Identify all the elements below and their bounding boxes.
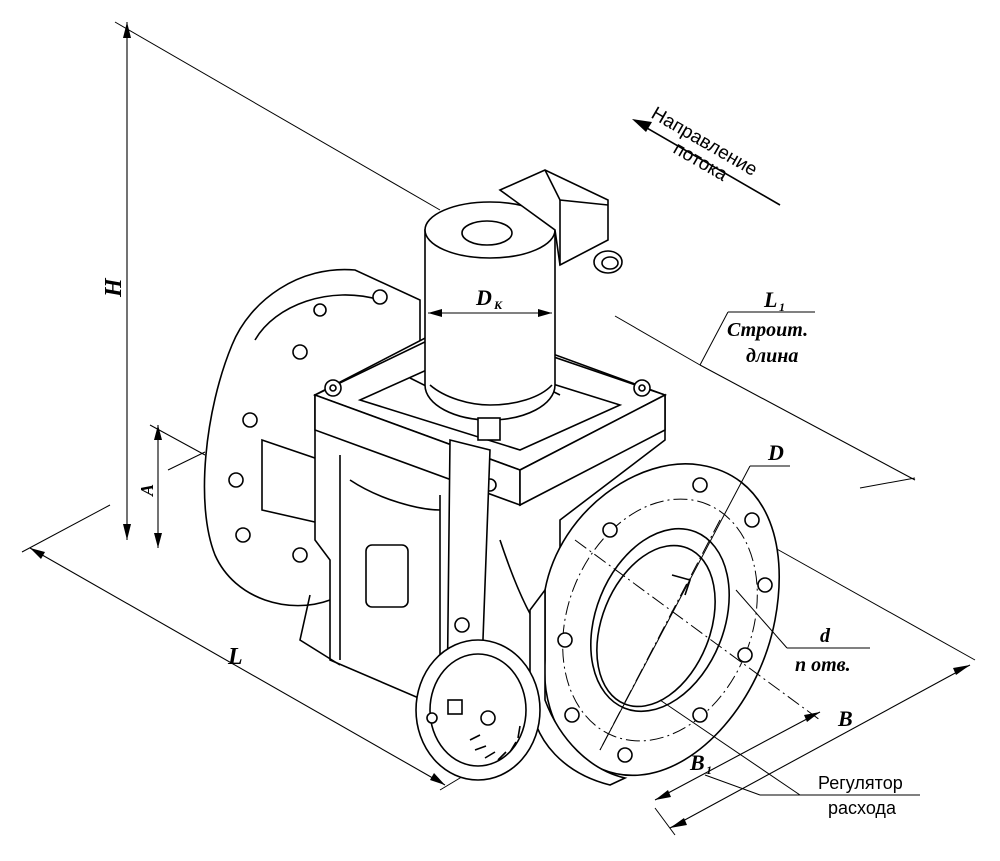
label-build-length-line1: Строит. (727, 319, 808, 341)
label-regulator-line1: Регулятор (818, 773, 903, 793)
electrical-connector (498, 169, 623, 274)
flow-direction-arrow (632, 119, 781, 206)
label-Dk: D К (475, 285, 503, 312)
label-B1-sub: 1 (706, 763, 712, 777)
dimension-A (149, 424, 206, 548)
label-A: A (137, 484, 157, 497)
label-L1: L 1 Строит. длина (727, 287, 808, 367)
dimension-B1 (654, 711, 821, 801)
label-B1-main: B (689, 750, 705, 775)
solenoid-coil (424, 201, 556, 441)
label-regulator-line2: расхода (828, 798, 897, 818)
label-L: L (227, 644, 243, 670)
label-Dk-sub: К (493, 298, 503, 312)
label-build-length-line2: длина (746, 345, 798, 367)
label-B: B (837, 706, 853, 731)
dimension-H (114, 21, 441, 540)
label-L1-main: L (763, 287, 777, 312)
label-Dk-main: D (475, 285, 492, 310)
label-H: H (101, 277, 127, 298)
label-L1-sub: 1 (779, 300, 785, 314)
label-D: D (767, 440, 784, 465)
dimension-L1 (614, 311, 916, 489)
label-n-holes: n отв. (795, 654, 851, 676)
dimension-L (21, 504, 466, 791)
label-regulator: Регулятор расхода (818, 773, 903, 818)
label-d: d (820, 625, 831, 647)
label-B1: B 1 (689, 750, 712, 777)
leader-lines (428, 309, 920, 796)
flow-regulator (415, 438, 541, 781)
body-nameplate (365, 544, 409, 608)
flow-direction-label: Направление потока (648, 103, 761, 186)
dimension-B (654, 547, 976, 836)
